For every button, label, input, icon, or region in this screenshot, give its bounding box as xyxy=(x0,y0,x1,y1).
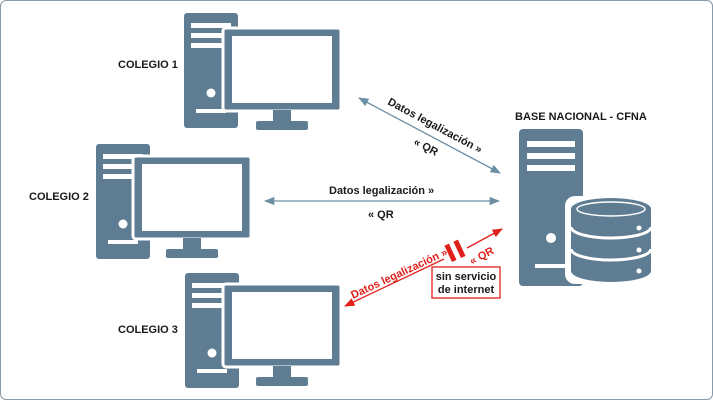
no-internet-line-2: de internet xyxy=(438,284,495,296)
base-nacional-label: BASE NACIONAL - CFNA xyxy=(515,111,647,123)
link-colegio-3-arrow-left xyxy=(344,258,445,307)
desktop-computer-icon xyxy=(185,273,343,388)
database-server-icon xyxy=(519,129,655,286)
link-3-backward-label: « QR xyxy=(468,245,496,268)
database-icon xyxy=(565,196,655,284)
desktop-computer-icon xyxy=(96,144,253,260)
colegio-1-label: COLEGIO 1 xyxy=(118,59,178,71)
link-2-backward-label: « QR xyxy=(368,209,394,221)
link-colegio-1-arrow xyxy=(358,97,501,174)
no-internet-line-1: sin servicio xyxy=(436,271,497,283)
colegio-2-computer xyxy=(96,144,253,260)
colegio-2-label: COLEGIO 2 xyxy=(29,191,89,203)
colegio-3-computer xyxy=(185,273,343,388)
broken-link-icon xyxy=(444,239,466,263)
no-internet-status-box: sin servicio de internet xyxy=(431,266,501,299)
colegio-3-label: COLEGIO 3 xyxy=(118,324,178,336)
colegio-1-computer xyxy=(184,13,343,132)
link-colegio-3-arrow-right xyxy=(466,228,503,249)
link-2-forward-label: Datos legalización » xyxy=(329,185,434,197)
desktop-computer-icon xyxy=(184,13,343,132)
